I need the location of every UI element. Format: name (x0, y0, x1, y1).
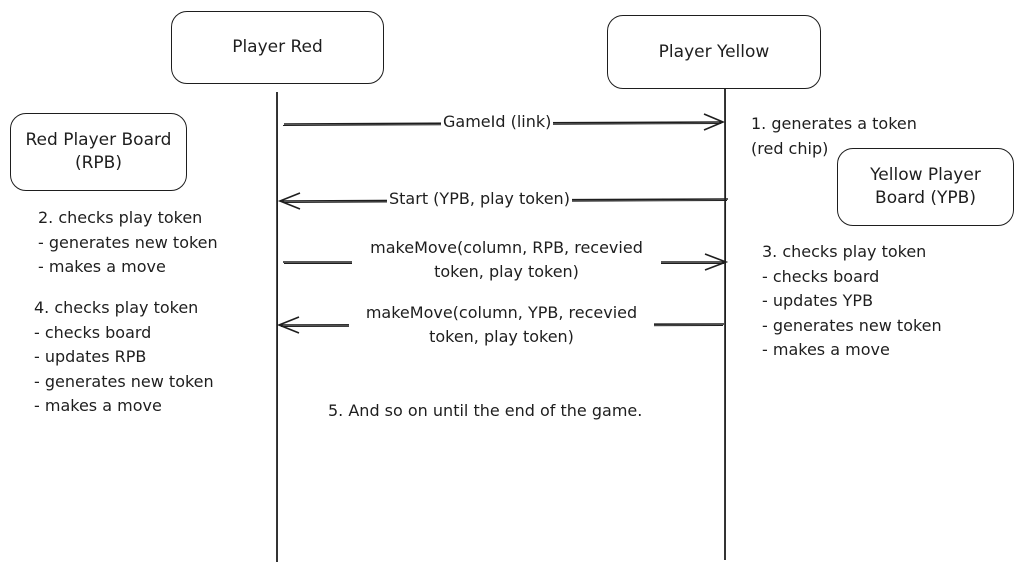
note-step-1-line: (red chip) (751, 138, 829, 158)
red-player-board: Red Player Board (RPB) (10, 113, 187, 191)
note-step-5: 5. And so on until the end of the game. (328, 401, 643, 420)
actor-player-yellow-label: Player Yellow (658, 41, 770, 62)
note-step-2-line: - generates new token (38, 232, 218, 252)
note-step-4: 4. checks play token - checks board - up… (34, 296, 214, 419)
note-step-3-line: - updates YPB (762, 291, 874, 310)
note-step-2-line: - makes a move (38, 257, 166, 276)
actor-player-yellow: Player Yellow (607, 15, 821, 89)
note-step-3: 3. checks play token - checks board - up… (762, 240, 942, 363)
note-step-2: 2. checks play token - generates new tok… (38, 206, 218, 280)
message-makemove-yellow-line: makeMove(column, YPB, recevied (365, 303, 638, 322)
message-gameid-label: GameId (link) (441, 110, 554, 134)
note-step-3-line: 3. checks play token (762, 242, 927, 261)
note-step-2-line: 2. checks play token (38, 208, 203, 227)
note-step-4-line: 4. checks play token (34, 298, 199, 317)
note-step-4-line: - updates RPB (34, 347, 147, 366)
note-step-3-line: - makes a move (762, 340, 890, 359)
message-makemove-red-line: makeMove(column, RPB, recevied (370, 238, 643, 257)
note-step-4-line: - makes a move (34, 396, 162, 415)
actor-player-red-label: Player Red (232, 37, 323, 57)
note-step-1: 1. generates a token (red chip) (751, 112, 917, 161)
message-makemove-red-label: makeMove(column, RPB, recevied token, pl… (352, 236, 661, 284)
note-step-3-line: - generates new token (762, 315, 942, 335)
message-makemove-yellow-label: makeMove(column, YPB, recevied token, pl… (349, 301, 654, 349)
yellow-player-board-label: Yellow Player Board (YPB) (870, 165, 981, 208)
message-start-label: Start (YPB, play token) (387, 187, 572, 211)
red-player-board-label: Red Player Board (RPB) (25, 130, 172, 173)
actor-player-red: Player Red (171, 11, 384, 84)
note-step-1-line: 1. generates a token (751, 114, 917, 133)
message-makemove-red-line: token, play token) (434, 262, 579, 281)
note-step-3-line: - checks board (762, 266, 880, 286)
yellow-player-board: Yellow Player Board (YPB) (837, 148, 1014, 226)
note-step-4-line: - checks board (34, 322, 152, 342)
message-makemove-yellow-line: token, play token) (429, 327, 574, 346)
note-step-4-line: - generates new token (34, 371, 214, 391)
